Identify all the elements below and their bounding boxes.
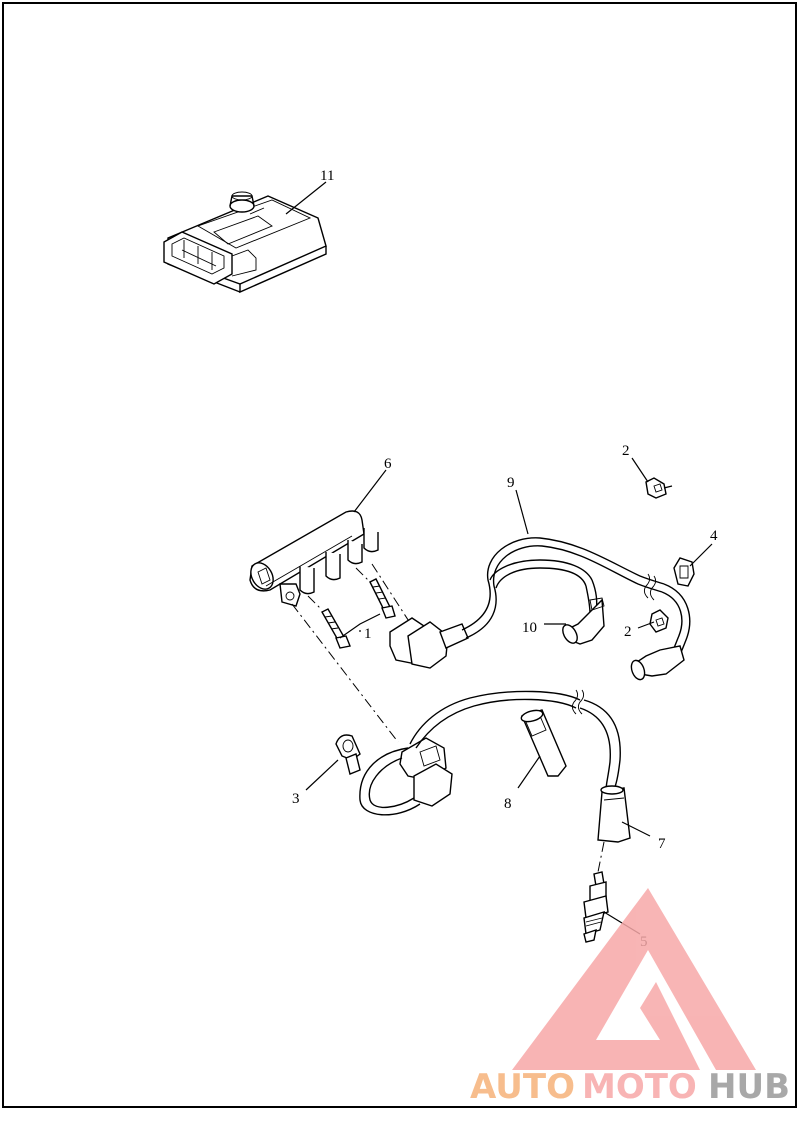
ecm-module-part: [163, 191, 327, 294]
callout-2-bottom: 2: [624, 624, 632, 640]
clip-part-4: [673, 557, 695, 587]
callout-10: 10: [522, 620, 537, 636]
callout-11: 11: [320, 168, 334, 184]
callout-8: 8: [504, 796, 512, 812]
watermark-moto: MOTO: [582, 1067, 697, 1107]
callout-6: 6: [384, 456, 392, 472]
callout-9: 9: [507, 475, 515, 491]
clip-part-2b: [649, 609, 669, 633]
watermark-auto: AUTO: [470, 1067, 575, 1107]
assembly-lines: [291, 563, 605, 873]
ignition-coil-part: [249, 510, 379, 607]
spark-plug-wire-set-8: [359, 689, 621, 816]
callout-4: 4: [710, 528, 718, 544]
callout-3: 3: [292, 791, 300, 807]
clamp-part-3: [335, 734, 361, 775]
spark-plug-wire-set-9: [389, 537, 691, 681]
watermark-triangle-inner: [540, 944, 626, 1070]
callout-2-top: 2: [622, 443, 630, 459]
wire-boot-part-7: [597, 785, 631, 843]
watermark-logo: AUTO MOTO HUB: [470, 888, 790, 1107]
spark-plug-part-5: [583, 871, 609, 943]
clip-part-2a: [645, 477, 673, 499]
callout-1: 1: [364, 626, 372, 642]
watermark-triangle-outer: [512, 888, 756, 1070]
callout-7: 7: [658, 836, 666, 852]
coil-bolts-part: [321, 578, 396, 649]
wire-boot-part-10: [562, 597, 605, 645]
watermark-hub: HUB: [708, 1067, 790, 1107]
page-border: [2, 2, 797, 1108]
